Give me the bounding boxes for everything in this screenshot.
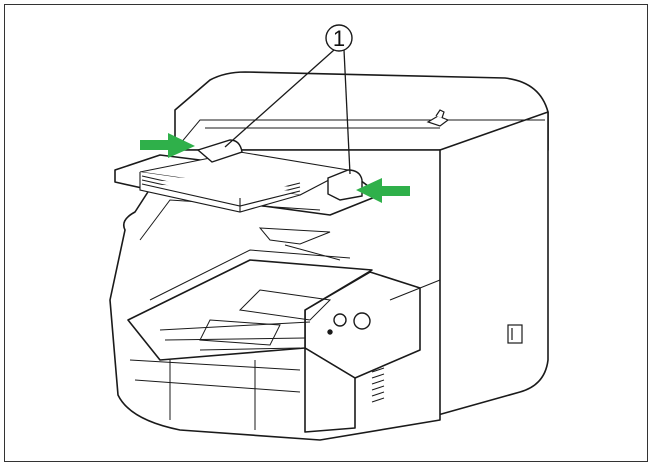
paper-stack xyxy=(139,151,350,213)
paper-guide-left xyxy=(196,139,243,163)
front-right-block xyxy=(304,347,356,433)
control-button-right xyxy=(353,312,371,330)
output-tray xyxy=(127,259,373,361)
push-arrow-icon xyxy=(140,133,195,158)
side-connector-icon xyxy=(507,324,523,344)
callout-leader-right xyxy=(343,49,351,175)
status-indicator-icon xyxy=(327,329,333,335)
callout-marker xyxy=(325,24,353,52)
callout-label: 1 xyxy=(333,26,345,51)
top-cover-latch-icon xyxy=(426,109,450,127)
scanner-top-cover xyxy=(174,71,549,151)
push-arrow-icon xyxy=(356,178,410,203)
callout-leader-left xyxy=(224,49,335,148)
control-button-left xyxy=(333,313,347,327)
